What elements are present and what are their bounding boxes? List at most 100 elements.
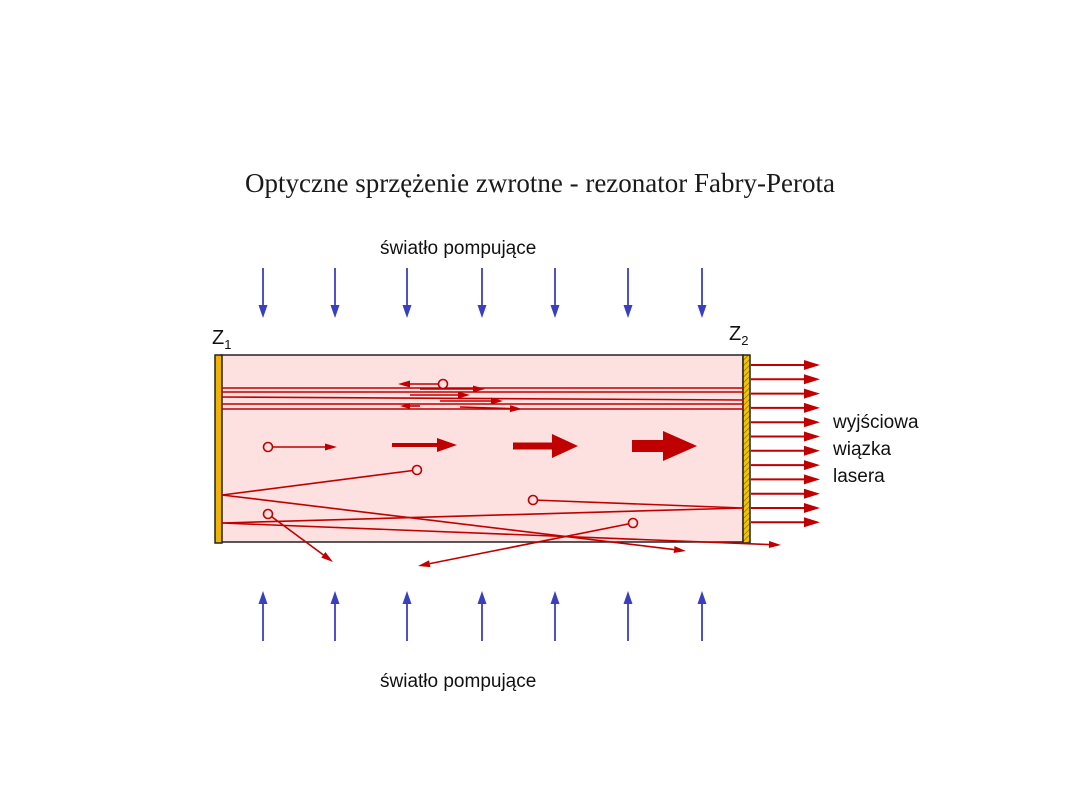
pump-arrow-up <box>477 591 487 641</box>
diagram-title: Optyczne sprzężenie zwrotne - rezonator … <box>245 168 835 198</box>
ray-arrow <box>400 403 420 409</box>
output-beam-arrow <box>751 474 820 485</box>
ray-line <box>221 469 418 496</box>
arrow-shaft <box>267 513 324 556</box>
arrow-head <box>550 305 560 318</box>
arrow-head <box>258 591 268 604</box>
pump-arrow-up <box>258 591 268 641</box>
amplified-arrow-4 <box>632 431 697 461</box>
arrow-head <box>258 305 268 318</box>
pump-arrow-up <box>550 591 560 641</box>
mirror-z1-index: 1 <box>224 337 232 352</box>
arrow-head <box>552 434 578 458</box>
pump-arrow-down <box>402 268 412 318</box>
arrow-head <box>804 488 820 499</box>
ray-line <box>532 499 744 509</box>
ray-arrow <box>221 522 781 549</box>
photon-source-circle <box>627 517 639 529</box>
arrow-head <box>491 397 503 405</box>
photon-source-circle <box>262 508 274 520</box>
amplified-photon-arrows <box>262 431 697 461</box>
photon-source-circle <box>527 494 539 506</box>
ray-arrow <box>459 405 522 413</box>
arrow-head <box>804 374 820 385</box>
output-beam-arrow <box>751 374 820 385</box>
mirror-z2-letter: Z <box>729 323 742 345</box>
output-beam-arrow <box>751 445 820 456</box>
pump-arrow-up <box>402 591 412 641</box>
arrow-head <box>804 360 820 370</box>
ray-line <box>221 507 744 524</box>
arrow-head <box>477 305 487 318</box>
pump-arrow-down <box>258 268 268 318</box>
pump-arrow-up <box>697 591 707 641</box>
arrow-head <box>804 503 820 513</box>
arrow-head <box>804 431 820 442</box>
arrow-head <box>458 391 470 399</box>
output-beam-arrow <box>751 517 820 528</box>
arrow-head <box>477 591 487 604</box>
ray-arrow <box>267 513 333 562</box>
arrow-head <box>509 405 522 413</box>
arrow-head <box>673 546 686 554</box>
output-beam-arrow <box>751 388 820 399</box>
arrow-head <box>804 460 820 471</box>
amplified-arrow-3 <box>513 434 578 458</box>
output-beam-label-line: wyjściowa <box>833 412 919 433</box>
arrow-head <box>623 305 633 318</box>
arrow-shaft <box>459 406 511 410</box>
arrow-shaft <box>221 494 675 551</box>
arrow-head <box>402 591 412 604</box>
output-beam-arrow <box>751 460 820 471</box>
ray-arrow <box>221 494 686 554</box>
internal-rays <box>221 378 781 568</box>
amplified-arrow-2 <box>392 438 457 452</box>
mirror-z2 <box>742 354 751 544</box>
pump-arrows-bottom <box>258 591 707 641</box>
pump-arrow-up <box>623 591 633 641</box>
output-beam-label: wyjściowa wiązka lasera <box>833 409 919 490</box>
ray-line <box>221 396 744 401</box>
arrow-head <box>437 438 457 452</box>
arrow-head <box>804 417 820 428</box>
arrow-head <box>663 431 697 461</box>
arrow-head <box>623 591 633 604</box>
output-beam-arrow <box>751 402 820 413</box>
output-beam-arrow <box>751 503 820 513</box>
ray-arrow <box>418 522 634 568</box>
pump-arrow-up <box>330 591 340 641</box>
arrow-head <box>768 541 781 549</box>
pump-arrow-down <box>550 268 560 318</box>
arrow-head <box>697 591 707 604</box>
arrow-head <box>330 591 340 604</box>
pump-arrow-down <box>477 268 487 318</box>
output-beam-arrow <box>751 417 820 428</box>
mirror-z1-letter: Z <box>212 327 225 349</box>
arrow-head <box>400 403 410 409</box>
arrow-shaft <box>429 522 634 565</box>
ray-arrow <box>410 391 470 399</box>
mirror-z1-label: Z1 <box>212 327 231 352</box>
ray-arrow <box>420 385 485 393</box>
arrow-head <box>697 305 707 318</box>
output-beam-arrow <box>751 488 820 499</box>
output-beam-label-line: wiązka <box>833 439 892 460</box>
arrow-head <box>418 560 431 568</box>
photon-source-circle <box>411 464 423 476</box>
pump-arrow-down <box>697 268 707 318</box>
arrow-head <box>330 305 340 318</box>
arrow-head <box>804 445 820 456</box>
arrow-head <box>473 385 485 393</box>
arrow-head <box>321 552 333 562</box>
arrow-head <box>804 402 820 413</box>
mirror-z2-index: 2 <box>741 333 749 348</box>
arrow-head <box>325 443 337 451</box>
arrow-head <box>402 305 412 318</box>
photon-source-circle <box>262 441 274 453</box>
output-beam-label-line: lasera <box>833 466 885 487</box>
amplified-arrow-1 <box>268 443 337 451</box>
arrow-head <box>550 591 560 604</box>
arrow-head <box>804 388 820 399</box>
arrow-head <box>398 380 410 388</box>
